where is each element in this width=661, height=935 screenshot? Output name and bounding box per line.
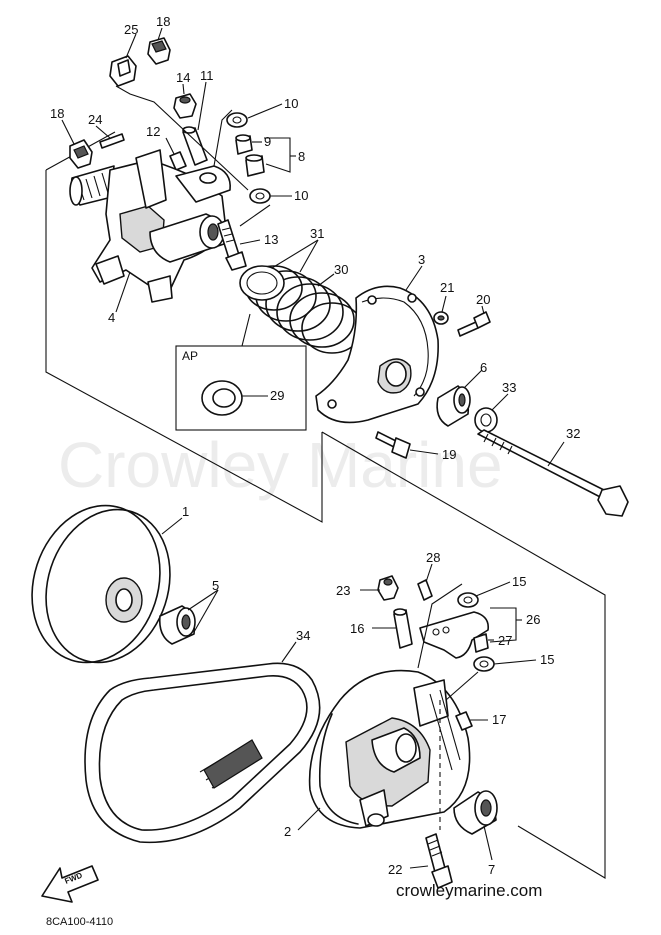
callout-11: 11 — [200, 68, 214, 83]
callout-28: 28 — [426, 550, 440, 565]
part-22-bolt — [425, 833, 453, 889]
ap-label: AP — [182, 349, 198, 363]
callout-33: 33 — [502, 380, 516, 395]
callout-9: 9 — [264, 134, 271, 149]
fwd-arrow-icon: FWD — [41, 865, 99, 903]
callout-10-top: 10 — [284, 96, 298, 111]
part-10-washer-bottom — [249, 188, 271, 204]
callout-6: 6 — [480, 360, 487, 375]
part-14-nut — [173, 93, 197, 119]
callout-19: 19 — [442, 447, 456, 462]
part-2-movable-sheave — [308, 669, 471, 829]
callout-22: 22 — [388, 862, 402, 877]
callout-labels: 25 18 14 11 18 24 12 10 9 8 10 13 31 30 … — [50, 14, 580, 877]
callout-13: 13 — [264, 232, 278, 247]
callout-15-bottom: 15 — [540, 652, 554, 667]
part-28-stud — [417, 579, 433, 601]
part-25-clip — [109, 55, 137, 87]
part-15-washer-bottom — [473, 656, 495, 672]
callout-1: 1 — [182, 504, 189, 519]
callout-15-top: 15 — [512, 574, 526, 589]
part-31-ring-a — [239, 265, 285, 301]
part-9-bushing-b — [245, 154, 265, 177]
callout-31: 31 — [310, 226, 324, 241]
callout-34: 34 — [296, 628, 310, 643]
callout-20: 20 — [476, 292, 490, 307]
callout-7: 7 — [488, 862, 495, 877]
part-16-pin — [393, 608, 413, 649]
callout-8: 8 — [298, 149, 305, 164]
callout-29: 29 — [270, 388, 284, 403]
part-18-block-left — [69, 139, 93, 169]
callout-3: 3 — [418, 252, 425, 267]
callout-2: 2 — [284, 824, 291, 839]
part-10-washer-top — [226, 112, 248, 128]
part-29-ring — [201, 380, 243, 416]
callout-24: 24 — [88, 112, 102, 127]
watermark: Crowley Marine — [58, 429, 503, 501]
callout-10-bottom: 10 — [294, 188, 308, 203]
diagram-code: 8CA100-4110 — [46, 916, 113, 928]
part-3-cover — [315, 285, 439, 424]
website-label: crowleymarine.com — [396, 881, 542, 900]
part-6-bushing — [436, 385, 471, 427]
callout-17: 17 — [492, 712, 506, 727]
part-18-block-top — [147, 37, 171, 65]
callout-25: 25 — [124, 22, 138, 37]
callout-4: 4 — [108, 310, 115, 325]
part-27-bushing — [473, 633, 489, 653]
callout-30: 30 — [334, 262, 348, 277]
callout-23: 23 — [336, 583, 350, 598]
part-26-arm — [419, 611, 490, 659]
part-21-nut — [433, 311, 449, 325]
part-9-bushing-a — [235, 134, 253, 155]
part-34-belt — [84, 662, 321, 844]
part-20-bolt — [457, 311, 491, 337]
callout-14: 14 — [176, 70, 190, 85]
part-4-spider — [69, 149, 231, 303]
part-24-pin — [99, 133, 125, 149]
part-13-bolt — [217, 219, 247, 271]
part-17-stud — [455, 711, 473, 731]
part-23-nut — [377, 575, 399, 601]
part-33-ring — [474, 407, 498, 433]
callout-26: 26 — [526, 612, 540, 627]
ap-inset-box: AP — [175, 345, 307, 431]
callout-18-left: 18 — [50, 106, 64, 121]
callout-21: 21 — [440, 280, 454, 295]
part-19-bolt — [375, 431, 411, 459]
callout-16: 16 — [350, 621, 364, 636]
part-5-collar — [158, 605, 196, 645]
callout-18-top: 18 — [156, 14, 170, 29]
callout-32: 32 — [566, 426, 580, 441]
part-15-washer-top — [457, 592, 479, 608]
part-32-long-bolt — [477, 429, 629, 517]
part-1-sheave — [31, 504, 171, 664]
callout-12: 12 — [146, 124, 160, 139]
callout-27: 27 — [498, 633, 512, 648]
callout-5: 5 — [212, 578, 219, 593]
part-7-bushing — [453, 790, 498, 835]
part-12-stud — [169, 151, 187, 171]
leader-lines — [61, 27, 565, 869]
